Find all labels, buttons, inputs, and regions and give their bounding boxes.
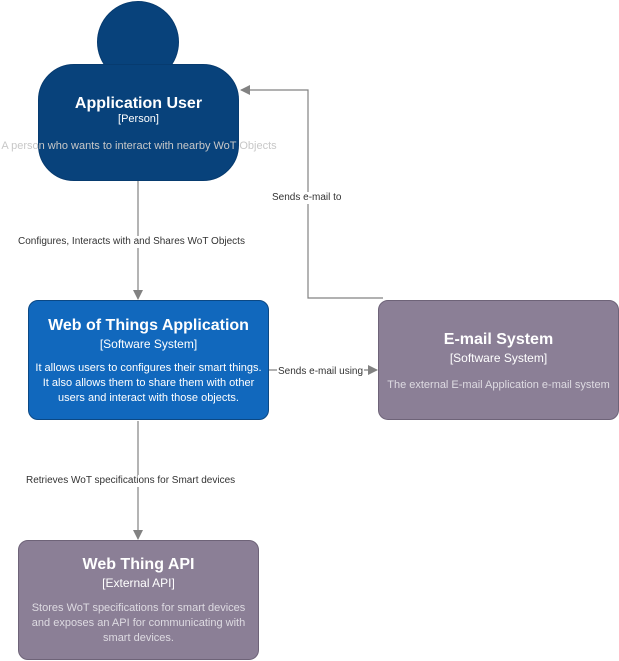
system-node-email-system[interactable]: E-mail System [Software System] The exte… xyxy=(378,300,619,420)
node-title: Web of Things Application xyxy=(48,317,249,334)
node-description: It allows users to configures their smar… xyxy=(35,362,262,404)
edge-label-user-to-app: Configures, Interacts with and Shares Wo… xyxy=(17,236,246,248)
edge-label-email-to-user: Sends e-mail to xyxy=(271,192,343,204)
system-node-web-thing-api[interactable]: Web Thing API [External API] Stores WoT … xyxy=(18,540,259,660)
node-kind: [Software System] xyxy=(449,351,548,365)
person-kind: [Person] xyxy=(118,113,159,125)
edge-label-app-to-api: Retrieves WoT specifications for Smart d… xyxy=(25,475,237,487)
system-node-web-of-things-application[interactable]: Web of Things Application [Software Syst… xyxy=(28,300,269,420)
node-title: Web Thing API xyxy=(82,556,195,573)
edge-label-app-to-email: Sends e-mail using xyxy=(277,366,365,378)
node-description: The external E-mail Application e-mail s… xyxy=(387,379,610,391)
node-description: Stores WoT specifications for smart devi… xyxy=(31,602,246,644)
person-title: Application User xyxy=(74,95,203,112)
person-description: A person who wants to interact with near… xyxy=(1,140,277,152)
person-body-shape xyxy=(38,64,239,181)
node-kind: [External API] xyxy=(102,576,175,590)
node-title: E-mail System xyxy=(443,331,554,348)
node-kind: [Software System] xyxy=(99,337,198,351)
